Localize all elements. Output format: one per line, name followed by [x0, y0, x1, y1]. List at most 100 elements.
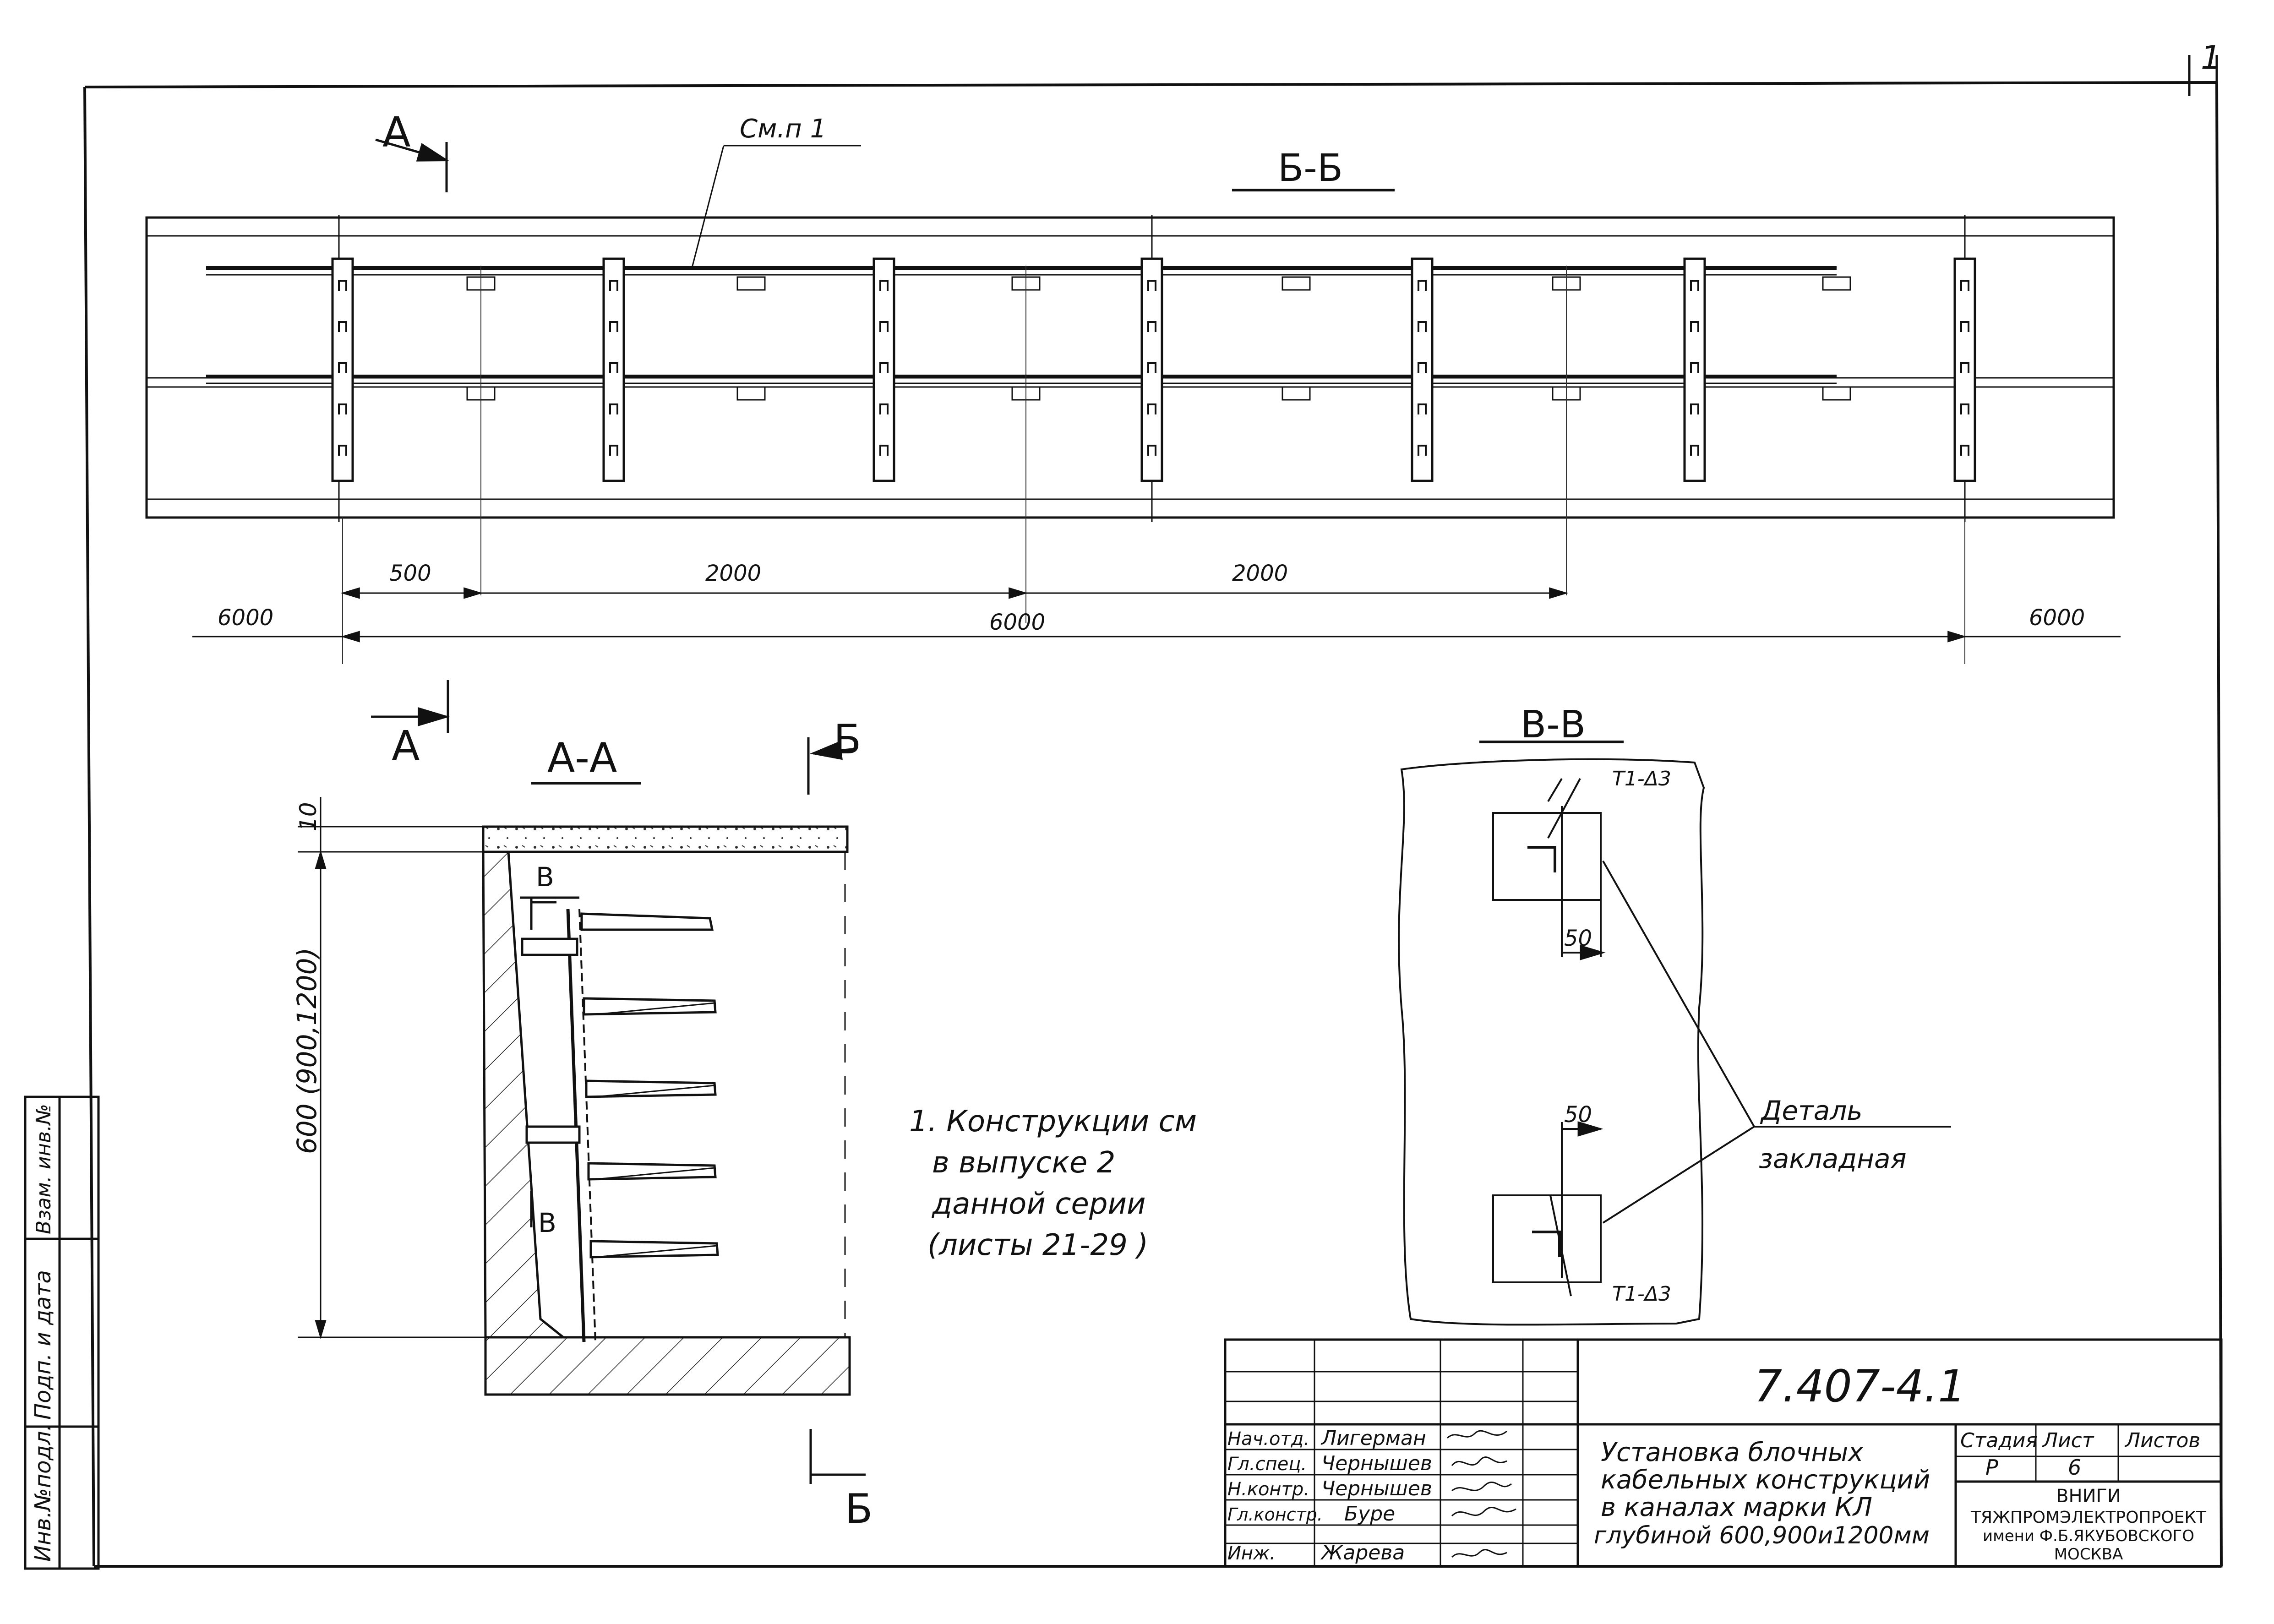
section-vv-view: [1398, 758, 1951, 1326]
rack-slot: [1147, 362, 1156, 373]
dim-6000-mid: 6000: [989, 610, 1045, 635]
signatures: [1446, 1430, 1516, 1558]
rack-slot: [1690, 280, 1699, 291]
dim-6000-left: 6000: [218, 605, 273, 631]
section-arrow-a-bottom: [371, 680, 450, 733]
section-arrow-a-top: [375, 138, 450, 192]
rack-slot: [1690, 362, 1699, 373]
rack-slot: [1960, 445, 1969, 456]
org-line1: ВНИГИ: [2056, 1486, 2121, 1507]
rack-slot: [879, 280, 889, 291]
section-arrow-a-top-label: А: [382, 109, 411, 157]
dim-500: 500: [389, 561, 431, 586]
section-bb-view: [145, 215, 2115, 522]
axis-lines: [342, 266, 1965, 664]
detail-label-line1: Деталь: [1760, 1095, 1863, 1126]
title-line1: Установка блочных: [1601, 1438, 1864, 1467]
section-aa-dimensions: [298, 797, 485, 1340]
title-line4: глубиной 600,900и1200мм: [1594, 1522, 1930, 1549]
role-3: Гл.констр.: [1227, 1504, 1323, 1525]
dim-2000-a: 2000: [705, 561, 761, 586]
section-vv-title: В-В: [1521, 703, 1586, 747]
posts-group: [331, 257, 1976, 482]
rack-slot: [1147, 403, 1156, 414]
rack-slot: [1960, 362, 1969, 373]
rack-slot: [609, 403, 618, 414]
section-arrow-a-bottom-label: А: [392, 722, 420, 770]
side-stamp: [24, 1095, 100, 1570]
note-line4: (листы 21-29 ): [927, 1228, 1148, 1262]
name-0: Лигерман: [1320, 1427, 1426, 1450]
rack-slot: [1418, 280, 1427, 291]
section-arrow-b-bottom-label: Б: [845, 1485, 873, 1532]
rack-slot: [1418, 445, 1427, 456]
rack-slot: [1418, 321, 1427, 332]
note-line3: данной серии: [932, 1187, 1146, 1221]
role-1: Гл.спец.: [1227, 1454, 1307, 1475]
name-2: Чернышев: [1321, 1477, 1432, 1500]
weld-mark-top: Т1-Δ3: [1612, 767, 1671, 790]
rack-slot: [338, 321, 347, 332]
side-stamp-inv: Инв.№подл.: [30, 1424, 56, 1562]
dim-50-bottom: 50: [1564, 1102, 1592, 1128]
rack-post: [1683, 257, 1706, 482]
stage-value: Р: [1985, 1455, 1998, 1480]
rack-slot: [609, 362, 618, 373]
role-0: Нач.отд.: [1227, 1428, 1309, 1450]
weld-mark-bottom: Т1-Δ3: [1612, 1282, 1671, 1306]
rack-post: [602, 257, 625, 482]
header-sheet: Лист: [2042, 1429, 2094, 1452]
dim-10: 10: [295, 802, 322, 831]
rack-post: [1411, 257, 1434, 482]
rack-slot: [338, 403, 347, 414]
rack-post: [873, 257, 895, 482]
callout-see-p1-leader: [691, 145, 861, 270]
embedded-plate: [736, 386, 766, 401]
rack-slot: [1960, 321, 1969, 332]
note-line2: в выпуске 2: [932, 1146, 1115, 1180]
section-aa-view: [482, 825, 851, 1396]
title-block: [1224, 1338, 2223, 1568]
rack-slot: [879, 403, 889, 414]
section-bb-title: Б-Б: [1278, 147, 1343, 190]
side-stamp-sign-date: Подп. и дата: [30, 1270, 56, 1420]
rack-slot: [609, 445, 618, 456]
dimension-lines: [192, 587, 2121, 643]
section-aa-title: А-А: [547, 734, 617, 781]
rack-slot: [1690, 321, 1699, 332]
rack-slot: [1960, 403, 1969, 414]
rack-post: [331, 257, 354, 482]
roles-table: Нач.отд. Лигерман Гл.спец. Чернышев Н.ко…: [1227, 1427, 1432, 1564]
org-line4: МОСКВА: [2054, 1545, 2123, 1564]
rack-slot: [1147, 280, 1156, 291]
embedded-plate: [1282, 276, 1311, 291]
section-arrow-v-top: [530, 898, 556, 930]
embedded-plate: [1282, 386, 1311, 401]
rack-slot: [1690, 403, 1699, 414]
name-1: Чернышев: [1321, 1452, 1432, 1475]
rack-slot: [1147, 321, 1156, 332]
sheet-frame: [83, 55, 2223, 1568]
embedded-plate: [1822, 276, 1851, 291]
rack-slot: [879, 321, 889, 332]
role-4: Инж.: [1227, 1543, 1276, 1564]
rack-slot: [338, 362, 347, 373]
dim-50-top: 50: [1564, 926, 1592, 951]
rack-slot: [1418, 403, 1427, 414]
rack-slot: [1418, 362, 1427, 373]
rack-slot: [609, 280, 618, 291]
rack-post: [1953, 257, 1976, 482]
header-sheets: Листов: [2124, 1429, 2200, 1452]
section-arrow-b-bottom: [809, 1429, 866, 1484]
rack-slot: [879, 362, 889, 373]
name-3: Буре: [1344, 1502, 1395, 1526]
rack-slot: [1690, 445, 1699, 456]
rack-slot: [338, 280, 347, 291]
detail-label-line2: закладная: [1759, 1143, 1906, 1174]
name-4: Жарева: [1320, 1541, 1405, 1564]
rack-slot: [1147, 445, 1156, 456]
section-arrow-b-top: [807, 737, 857, 795]
rack-slot: [879, 445, 889, 456]
embedded-plate: [1822, 386, 1851, 401]
